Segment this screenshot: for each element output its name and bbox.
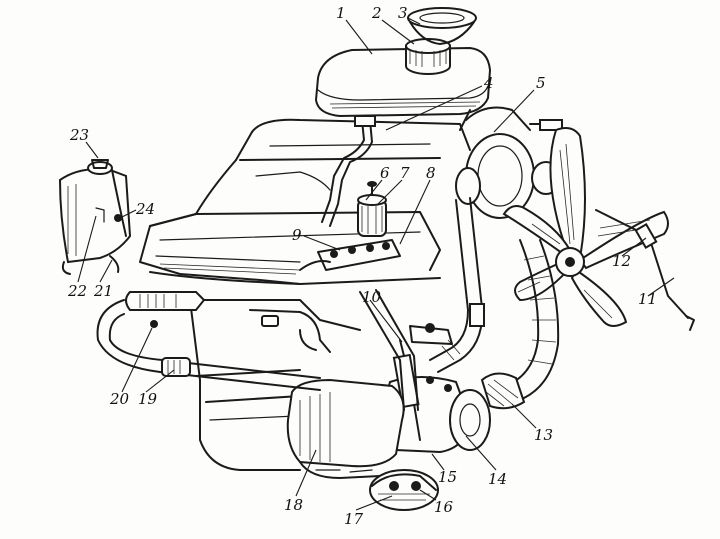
callout-5: 5 bbox=[536, 74, 546, 92]
callout-labels: 1 2 3 4 5 6 7 8 9 10 11 12 13 14 15 16 1… bbox=[67, 4, 657, 528]
callout-20: 20 bbox=[109, 390, 130, 408]
callout-24: 24 bbox=[135, 200, 155, 218]
washer-reservoir bbox=[58, 159, 132, 275]
callout-19: 19 bbox=[138, 390, 158, 408]
leader-lines bbox=[77, 17, 675, 511]
callout-14: 14 bbox=[488, 470, 507, 488]
callout-9: 9 bbox=[292, 226, 302, 244]
overflow-pipe bbox=[321, 115, 376, 227]
filler-cap bbox=[405, 38, 451, 75]
callout-15: 15 bbox=[438, 468, 457, 486]
callout-23: 23 bbox=[69, 126, 89, 144]
filler-funnel bbox=[407, 7, 477, 45]
callout-16: 16 bbox=[434, 498, 454, 516]
drain-cable bbox=[595, 209, 695, 331]
callout-21: 21 bbox=[93, 282, 113, 300]
callout-11: 11 bbox=[638, 290, 657, 308]
engine-block bbox=[139, 118, 471, 471]
heater-valve bbox=[357, 181, 387, 237]
callout-8: 8 bbox=[426, 164, 436, 182]
heater-hose-left bbox=[96, 291, 321, 391]
bypass-hose bbox=[429, 197, 485, 373]
water-pump-pulley bbox=[455, 106, 563, 219]
callout-22: 22 bbox=[67, 282, 87, 300]
heater-pipes bbox=[359, 289, 419, 411]
callout-6: 6 bbox=[380, 164, 390, 182]
callout-10: 10 bbox=[362, 288, 382, 306]
callout-2: 2 bbox=[371, 4, 382, 22]
water-pump bbox=[382, 323, 491, 454]
callout-7: 7 bbox=[400, 164, 410, 182]
oil-filter-housing bbox=[286, 378, 405, 479]
callout-4: 4 bbox=[483, 74, 494, 92]
callout-1: 1 bbox=[336, 4, 346, 22]
callout-12: 12 bbox=[612, 252, 631, 270]
expansion-tank bbox=[314, 46, 492, 118]
drain-tap bbox=[369, 469, 439, 511]
lower-hose bbox=[480, 239, 560, 410]
callout-18: 18 bbox=[284, 496, 303, 514]
callout-17: 17 bbox=[344, 510, 364, 528]
cooling-fan bbox=[502, 127, 669, 327]
callout-3: 3 bbox=[398, 4, 408, 22]
callout-13: 13 bbox=[534, 426, 553, 444]
tap-cluster bbox=[299, 239, 401, 271]
